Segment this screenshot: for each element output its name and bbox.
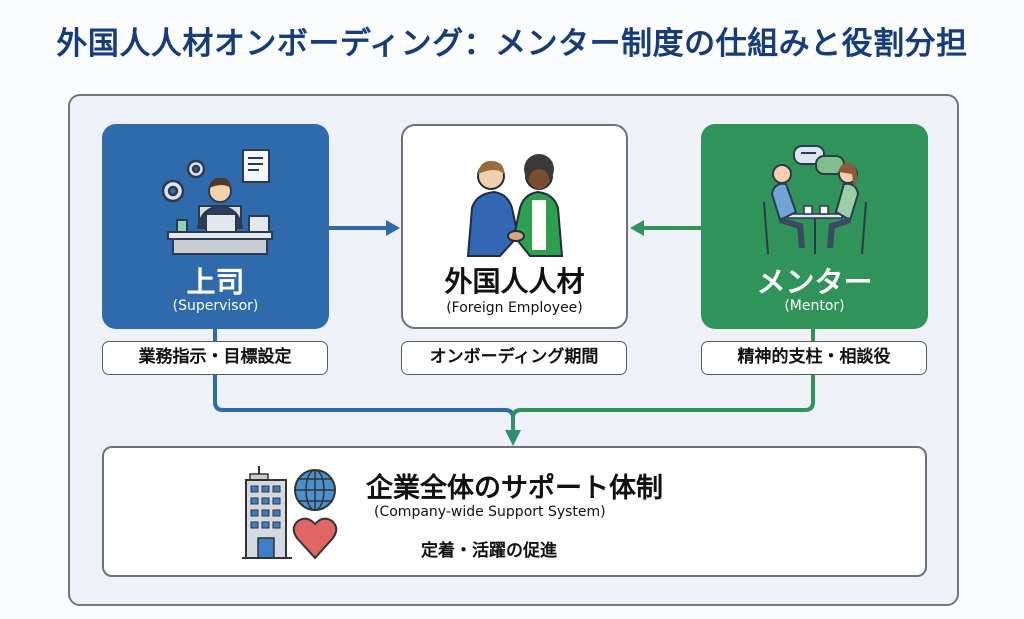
- mentor-role-tag: 精神的支柱・相談役: [701, 341, 927, 375]
- supervisor-to-employee-arrow: [329, 220, 400, 236]
- employee-role-tag: オンボーディング期間: [401, 341, 627, 375]
- employee-english: (Foreign Employee): [446, 300, 583, 316]
- supervisor-name: 上司: [186, 265, 245, 299]
- support-system-box: 企業全体のサポート体制 (Company-wide Support System…: [102, 446, 927, 577]
- mentor-name: メンター: [756, 265, 873, 299]
- mentor-english: (Mentor): [784, 298, 845, 314]
- support-note: 定着・活躍の促進: [421, 541, 557, 561]
- supervisor-english: (Supervisor): [172, 298, 259, 314]
- support-english: (Company-wide Support System): [374, 504, 606, 520]
- support-icons: [242, 466, 338, 560]
- supervisor-role-tag: 業務指示・目標設定: [102, 341, 328, 375]
- mentor-down-line: [511, 329, 815, 419]
- building-icon: [242, 466, 292, 559]
- employee-card: 外国人人材 (Foreign Employee): [401, 124, 628, 329]
- conversation-at-table-icon: [762, 145, 867, 255]
- support-title: 企業全体のサポート体制: [366, 473, 663, 504]
- down-arrowhead: [505, 430, 521, 446]
- supervisor-at-desk-icon: [161, 149, 273, 255]
- mentor-card: メンター (Mentor): [701, 124, 928, 329]
- globe-icon: [294, 469, 336, 511]
- employee-name: 外国人人材: [444, 265, 585, 298]
- handshake-icon: [466, 154, 563, 257]
- supervisor-card: 上司 (Supervisor): [102, 124, 329, 329]
- heart-icon: [292, 517, 338, 560]
- mentor-to-employee-arrow: [630, 220, 701, 236]
- page-title: 外国人人材オンボーディング：メンター制度の仕組みと役割分担: [56, 26, 968, 62]
